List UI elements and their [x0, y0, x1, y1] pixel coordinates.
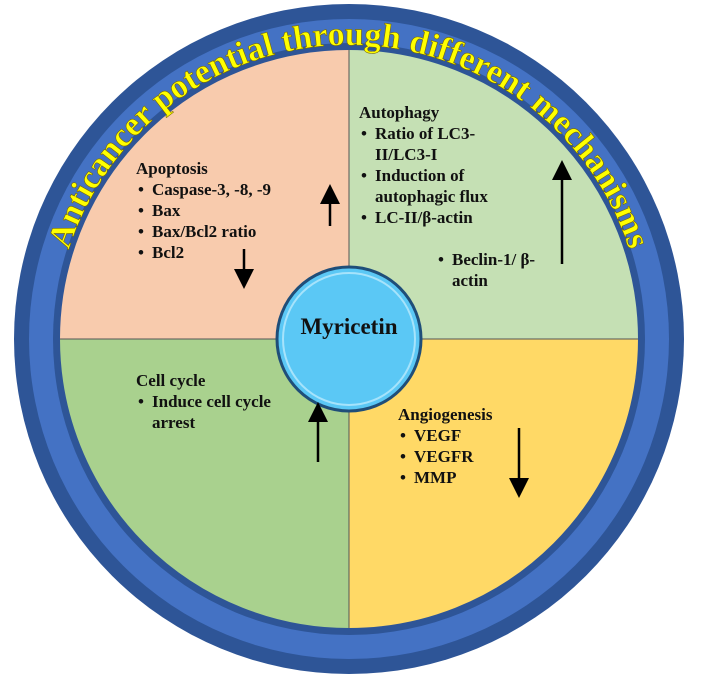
apoptosis-block: Apoptosis Caspase-3, -8, -9 Bax Bax/Bcl2…: [136, 158, 316, 263]
autophagy-extra-list: Beclin-1/ β-actin: [436, 249, 556, 291]
center-label: Myricetin: [300, 314, 398, 339]
angiogenesis-list: VEGF VEGFR MMP: [398, 425, 518, 488]
inner-circle-border: [58, 48, 640, 630]
list-item: LC-II/β-actin: [359, 207, 529, 228]
autophagy-block: Autophagy Ratio of LC3-II/LC3-I Inductio…: [359, 102, 529, 228]
list-item: MMP: [398, 467, 518, 488]
cell-cycle-list: Induce cell cycle arrest: [136, 391, 306, 433]
apoptosis-title: Apoptosis: [136, 159, 208, 178]
list-item: Bax: [136, 200, 316, 221]
cell-cycle-title: Cell cycle: [136, 371, 206, 390]
angiogenesis-block: Angiogenesis VEGF VEGFR MMP: [398, 404, 518, 488]
list-item: Beclin-1/ β-actin: [436, 249, 556, 291]
center-circle: [275, 265, 423, 413]
list-item: Induce cell cycle arrest: [136, 391, 306, 433]
autophagy-title: Autophagy: [359, 103, 440, 122]
list-item: Caspase-3, -8, -9: [136, 179, 316, 200]
list-item: VEGFR: [398, 446, 518, 467]
center-highlight: [282, 272, 416, 406]
autophagy-list: Ratio of LC3-II/LC3-I Induction of autop…: [359, 123, 529, 228]
list-item: Induction of autophagic flux: [359, 165, 529, 207]
list-item: Bax/Bcl2 ratio: [136, 221, 316, 242]
apoptosis-list: Caspase-3, -8, -9 Bax Bax/Bcl2 ratio Bcl…: [136, 179, 316, 263]
cell-cycle-block: Cell cycle Induce cell cycle arrest: [136, 370, 306, 433]
list-item: Bcl2: [136, 242, 316, 263]
list-item: VEGF: [398, 425, 518, 446]
angiogenesis-title: Angiogenesis: [398, 405, 493, 424]
autophagy-extra-block: Beclin-1/ β-actin: [436, 249, 556, 291]
list-item: Ratio of LC3-II/LC3-I: [359, 123, 529, 165]
